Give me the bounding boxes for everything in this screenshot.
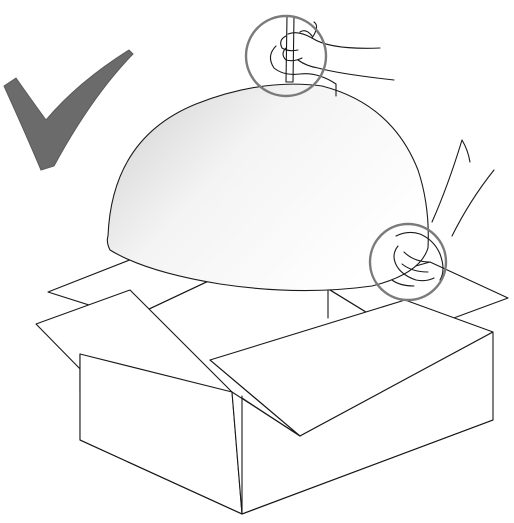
check-mark-icon [3,49,134,171]
cardboard-box [35,251,509,515]
hand-supporting-shade [391,139,495,287]
lamp-shade [106,83,429,292]
callout-circle-top [244,14,328,98]
hand-holding-cord [269,15,395,97]
callout-circle-bottom [368,222,448,302]
